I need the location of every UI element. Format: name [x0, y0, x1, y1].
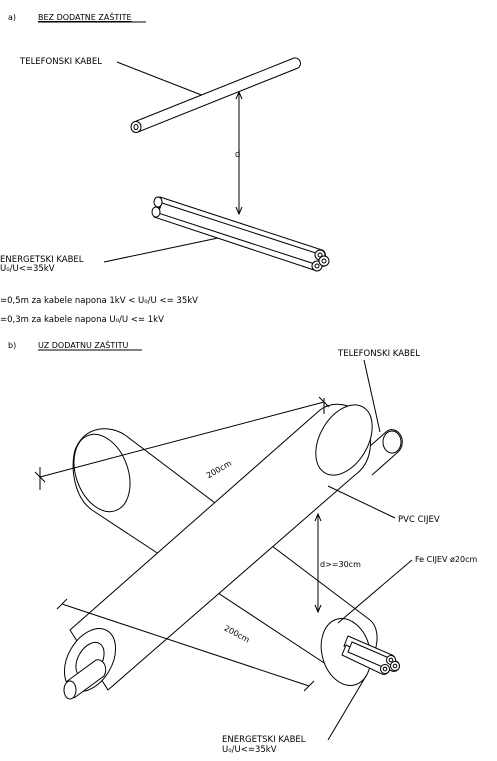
section-a-energetski-voltage: U₀/U<=35kV — [0, 264, 55, 274]
section-b-energetski-voltage: U₀/U<=35kV — [222, 745, 277, 755]
section-a-rule-1: =0,5m za kabele napona 1kV < U₀/U <= 35k… — [0, 296, 198, 306]
section-b-fe-leader — [337, 559, 413, 624]
section-b-telephone-cable-top — [359, 429, 403, 476]
section-b-length-lower-label: 200cm — [223, 624, 252, 645]
section-b-pvc-leader — [327, 485, 396, 519]
section-b-distance-dimension: d>=30cm — [314, 512, 361, 614]
section-b-fe-label: Fe CIJEV ø20cm — [415, 555, 477, 564]
section-b-power-cables — [341, 635, 400, 675]
section-a-rule-2: =0,3m za kabele napona U₀/U <= 1kV — [0, 315, 164, 325]
section-a-energetski-leader — [103, 237, 219, 263]
section-a-distance-dimension: d — [235, 90, 243, 216]
section-a-power-cables — [151, 196, 330, 272]
section-b-pvc-label: PVC CIJEV — [398, 515, 440, 525]
section-b-telefonski-leader — [363, 359, 381, 433]
section-b-telephone-cable-bottom — [63, 659, 107, 700]
section-a-telefonski-label: TELEFONSKI KABEL — [19, 57, 102, 67]
section-a: a) BEZ DODATNE ZAŠTITE TELEFONSKI KABEL … — [0, 11, 330, 325]
section-b-distance-label: d>=30cm — [320, 560, 361, 569]
section-b-length-upper-label: 200cm — [205, 459, 233, 481]
section-b-energetski-label: ENERGETSKI KABEL — [222, 735, 306, 745]
section-a-telephone-cable — [130, 57, 301, 133]
section-b-letter: b) — [8, 341, 16, 350]
section-a-distance-label: d — [235, 150, 240, 160]
section-b-telefonski-label: TELEFONSKI KABEL — [337, 349, 420, 359]
section-a-energetski-label: ENERGETSKI KABEL — [0, 255, 84, 265]
section-b-title: UZ DODATNU ZAŠTITU — [38, 339, 129, 350]
section-a-title: BEZ DODATNE ZAŠTITE — [38, 11, 132, 22]
section-b-energetski-leader — [327, 675, 367, 741]
section-a-letter: a) — [8, 13, 16, 22]
section-a-telefonski-leader — [116, 61, 205, 97]
section-b: b) UZ DODATNU ZAŠTITU TELEFONSKI KABEL — [8, 339, 477, 755]
